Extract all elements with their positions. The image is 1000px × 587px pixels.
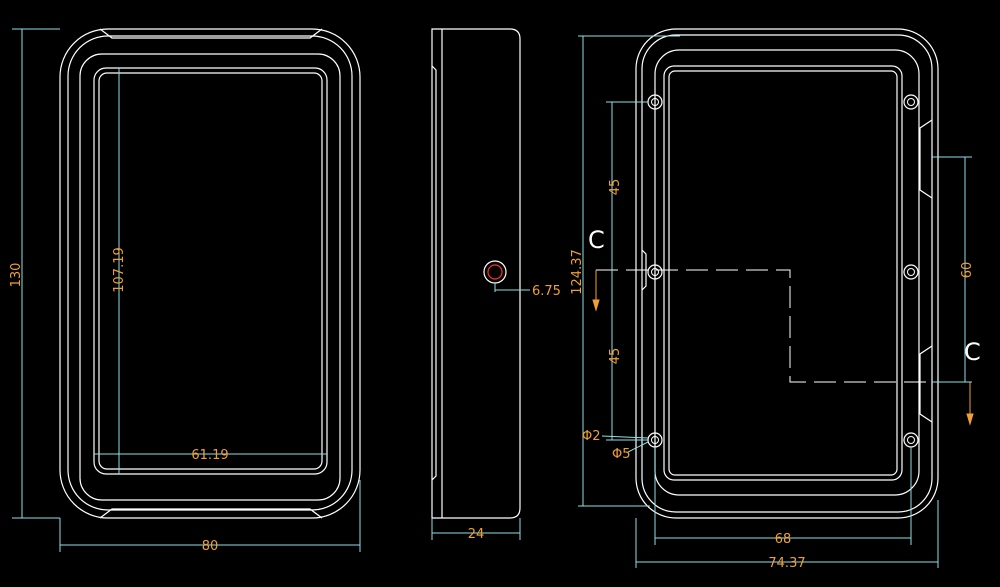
section-mark-right: C xyxy=(964,338,981,366)
front-bottom-bevel xyxy=(99,508,323,519)
section-arrowhead xyxy=(592,299,600,312)
dim-overall-height: 124.37 xyxy=(570,249,585,295)
mounting-hole xyxy=(903,432,919,448)
mounting-hole xyxy=(903,94,919,110)
side-view: 6.75 24 xyxy=(431,28,561,542)
dim-side-hole: 6.75 xyxy=(532,284,561,299)
dim-spacing-top: 45 xyxy=(608,179,623,196)
section-arrowhead xyxy=(966,413,974,426)
dim-inner-height: 107.19 xyxy=(112,247,127,293)
dim-width-80: 80 xyxy=(202,539,219,554)
front-outer-outline xyxy=(59,28,361,519)
back-slot-bottom xyxy=(919,345,933,423)
front-frame xyxy=(79,53,341,501)
side-hole-inner xyxy=(487,264,503,280)
back-cavity-outer xyxy=(663,65,903,481)
dim-inner-width: 61.19 xyxy=(191,448,228,463)
back-cavity-inner xyxy=(668,70,898,476)
dim-depth-24: 24 xyxy=(468,527,485,542)
dim-slot-distance: 60 xyxy=(960,262,975,279)
back-rim xyxy=(654,49,920,496)
front-top-bevel xyxy=(99,28,323,39)
mounting-hole xyxy=(903,264,919,280)
leader-line xyxy=(627,441,649,453)
section-line xyxy=(596,269,970,383)
back-outer-outline-inner xyxy=(641,34,933,513)
section-mark-left: C xyxy=(588,226,605,254)
side-outline xyxy=(431,28,521,519)
dim-spacing-bottom: 45 xyxy=(608,348,623,365)
side-lid-step xyxy=(431,65,437,481)
dim-hole-spacing-width: 68 xyxy=(775,532,792,547)
front-outer-outline-inner xyxy=(67,35,353,511)
dim-hole-small: Φ2 xyxy=(582,429,601,444)
back-slot-top xyxy=(919,119,933,199)
back-view: C C 124.37 45 45 60 Φ2 Φ5 68 74.37 xyxy=(570,28,981,571)
side-hole-outer xyxy=(483,260,507,284)
front-window-inner xyxy=(98,72,323,470)
leader-line xyxy=(601,435,649,439)
front-window-outer xyxy=(93,67,328,475)
front-view: 130 107.19 61.19 80 xyxy=(9,28,361,554)
dim-height-130: 130 xyxy=(9,263,24,288)
dim-overall-width: 74.37 xyxy=(768,556,805,571)
back-outer-outline xyxy=(635,28,939,519)
mounting-hole xyxy=(647,264,663,280)
dim-hole-large: Φ5 xyxy=(612,447,631,462)
